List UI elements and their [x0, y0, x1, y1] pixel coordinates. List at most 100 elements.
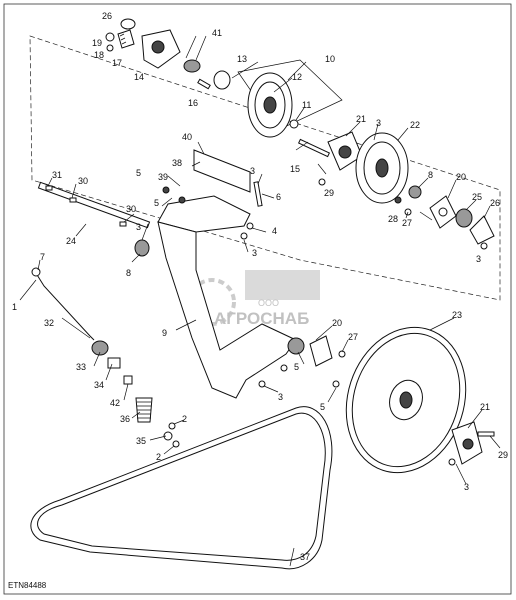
callout-31: 31 [52, 170, 62, 180]
callout-29-upper: 29 [324, 188, 334, 198]
part-5-bolt-b [178, 196, 186, 204]
callout-2-a: 2 [182, 414, 187, 424]
callout-3-upper: 3 [376, 118, 381, 128]
part-31-key [45, 185, 53, 191]
callout-3-right: 3 [476, 254, 481, 264]
part-33-ball-joint [91, 340, 109, 356]
part-29-bolt [318, 178, 326, 186]
callout-17: 17 [112, 58, 122, 68]
part-7-clip [31, 267, 41, 277]
part-2-nut-b [168, 422, 176, 430]
part-25-bearing [455, 208, 473, 228]
callout-16: 16 [188, 98, 198, 108]
callout-35: 35 [136, 436, 146, 446]
part-6-bolt [253, 181, 263, 207]
callout-14: 14 [134, 72, 144, 82]
callout-24: 24 [66, 236, 76, 246]
callout-36: 36 [120, 414, 130, 424]
callout-8-right: 8 [428, 170, 433, 180]
part-13-hub [213, 70, 231, 90]
part-9-bracket [157, 221, 297, 399]
part-11-ring [289, 119, 299, 129]
part-26-nut [120, 18, 136, 30]
upper-pulley-group [237, 59, 343, 138]
part-4-nut [246, 222, 254, 230]
callout-1: 1 [12, 302, 17, 312]
part-30-key-a [69, 197, 77, 203]
callout-11: 11 [302, 100, 311, 110]
callout-5-b: 5 [154, 198, 159, 208]
callout-27-right: 27 [402, 218, 412, 228]
callout-15: 15 [290, 164, 300, 174]
callout-6: 6 [276, 192, 281, 202]
assembly-outline [29, 35, 501, 301]
callout-4: 4 [272, 226, 277, 236]
part-8-bearing-left [134, 239, 150, 257]
callout-39: 39 [158, 172, 168, 182]
part-30-key-b [119, 221, 127, 227]
part-15-bolt [297, 138, 331, 158]
callout-30-a: 30 [78, 176, 88, 186]
callout-3-mid: 3 [252, 248, 257, 258]
drive-belt [30, 406, 333, 570]
part-35-washer [163, 431, 173, 441]
part-2-nut-a [172, 440, 180, 448]
part-18-washer [106, 44, 114, 52]
shaft-assembly [37, 181, 151, 257]
upper-spring-assembly [105, 18, 231, 90]
callout-23: 23 [452, 310, 462, 320]
callout-26: 26 [102, 11, 112, 21]
callout-3-sheave: 3 [464, 482, 469, 492]
callout-41: 41 [212, 28, 222, 38]
callout-8-left: 8 [126, 268, 131, 278]
callout-40: 40 [182, 132, 192, 142]
callout-28: 28 [388, 214, 398, 224]
callout-2-b: 2 [156, 452, 161, 462]
callout-19: 19 [92, 38, 102, 48]
callout-3-left: 3 [136, 222, 141, 232]
figure-id-label: ETN84488 [8, 581, 47, 590]
callout-22: 22 [410, 120, 420, 130]
callout-29-lower: 29 [498, 450, 508, 460]
callout-20-lower: 20 [332, 318, 342, 328]
callout-9: 9 [162, 328, 167, 338]
part-19-washer [105, 32, 115, 42]
right-bearing-stack [394, 185, 495, 250]
part-38-bracket [193, 149, 251, 193]
callout-27-lower: 27 [348, 332, 358, 342]
watermark-brand: АГРОСНАБ [214, 309, 309, 328]
part-34-clevis [107, 357, 121, 369]
right-idler-assembly [297, 131, 409, 204]
lower-idler-assembly [258, 335, 346, 388]
callout-13: 13 [237, 54, 247, 64]
control-linkage [31, 267, 180, 448]
callout-12: 12 [292, 72, 302, 82]
callout-21-lower: 21 [480, 402, 490, 412]
callout-18: 18 [94, 50, 104, 60]
callout-3-bracket: 3 [250, 166, 255, 176]
diagram-border [3, 3, 512, 595]
large-sheave-assembly [345, 326, 495, 474]
part-28-nut [394, 196, 402, 204]
callout-5-d: 5 [320, 402, 325, 412]
callout-20-right: 20 [456, 172, 466, 182]
callout-10: 10 [325, 54, 335, 64]
callout-5-a: 5 [136, 168, 141, 178]
part-8-bearing [408, 185, 422, 199]
callout-30-b: 30 [126, 204, 136, 214]
callout-25: 25 [472, 192, 482, 202]
main-bracket [157, 149, 297, 399]
part-37-belt [30, 406, 333, 570]
callout-38: 38 [172, 158, 182, 168]
part-24-shaft [37, 181, 151, 229]
callout-labels: 26 19 18 17 14 41 13 16 10 12 11 21 3 22… [12, 11, 508, 562]
callout-42: 42 [110, 398, 120, 408]
callout-34: 34 [94, 380, 104, 390]
part-17-spring [117, 29, 135, 49]
watermark: ООО АГРОСНАБ [188, 270, 320, 328]
callout-32: 32 [44, 318, 54, 328]
callout-7: 7 [40, 252, 45, 262]
callout-37: 37 [300, 552, 310, 562]
